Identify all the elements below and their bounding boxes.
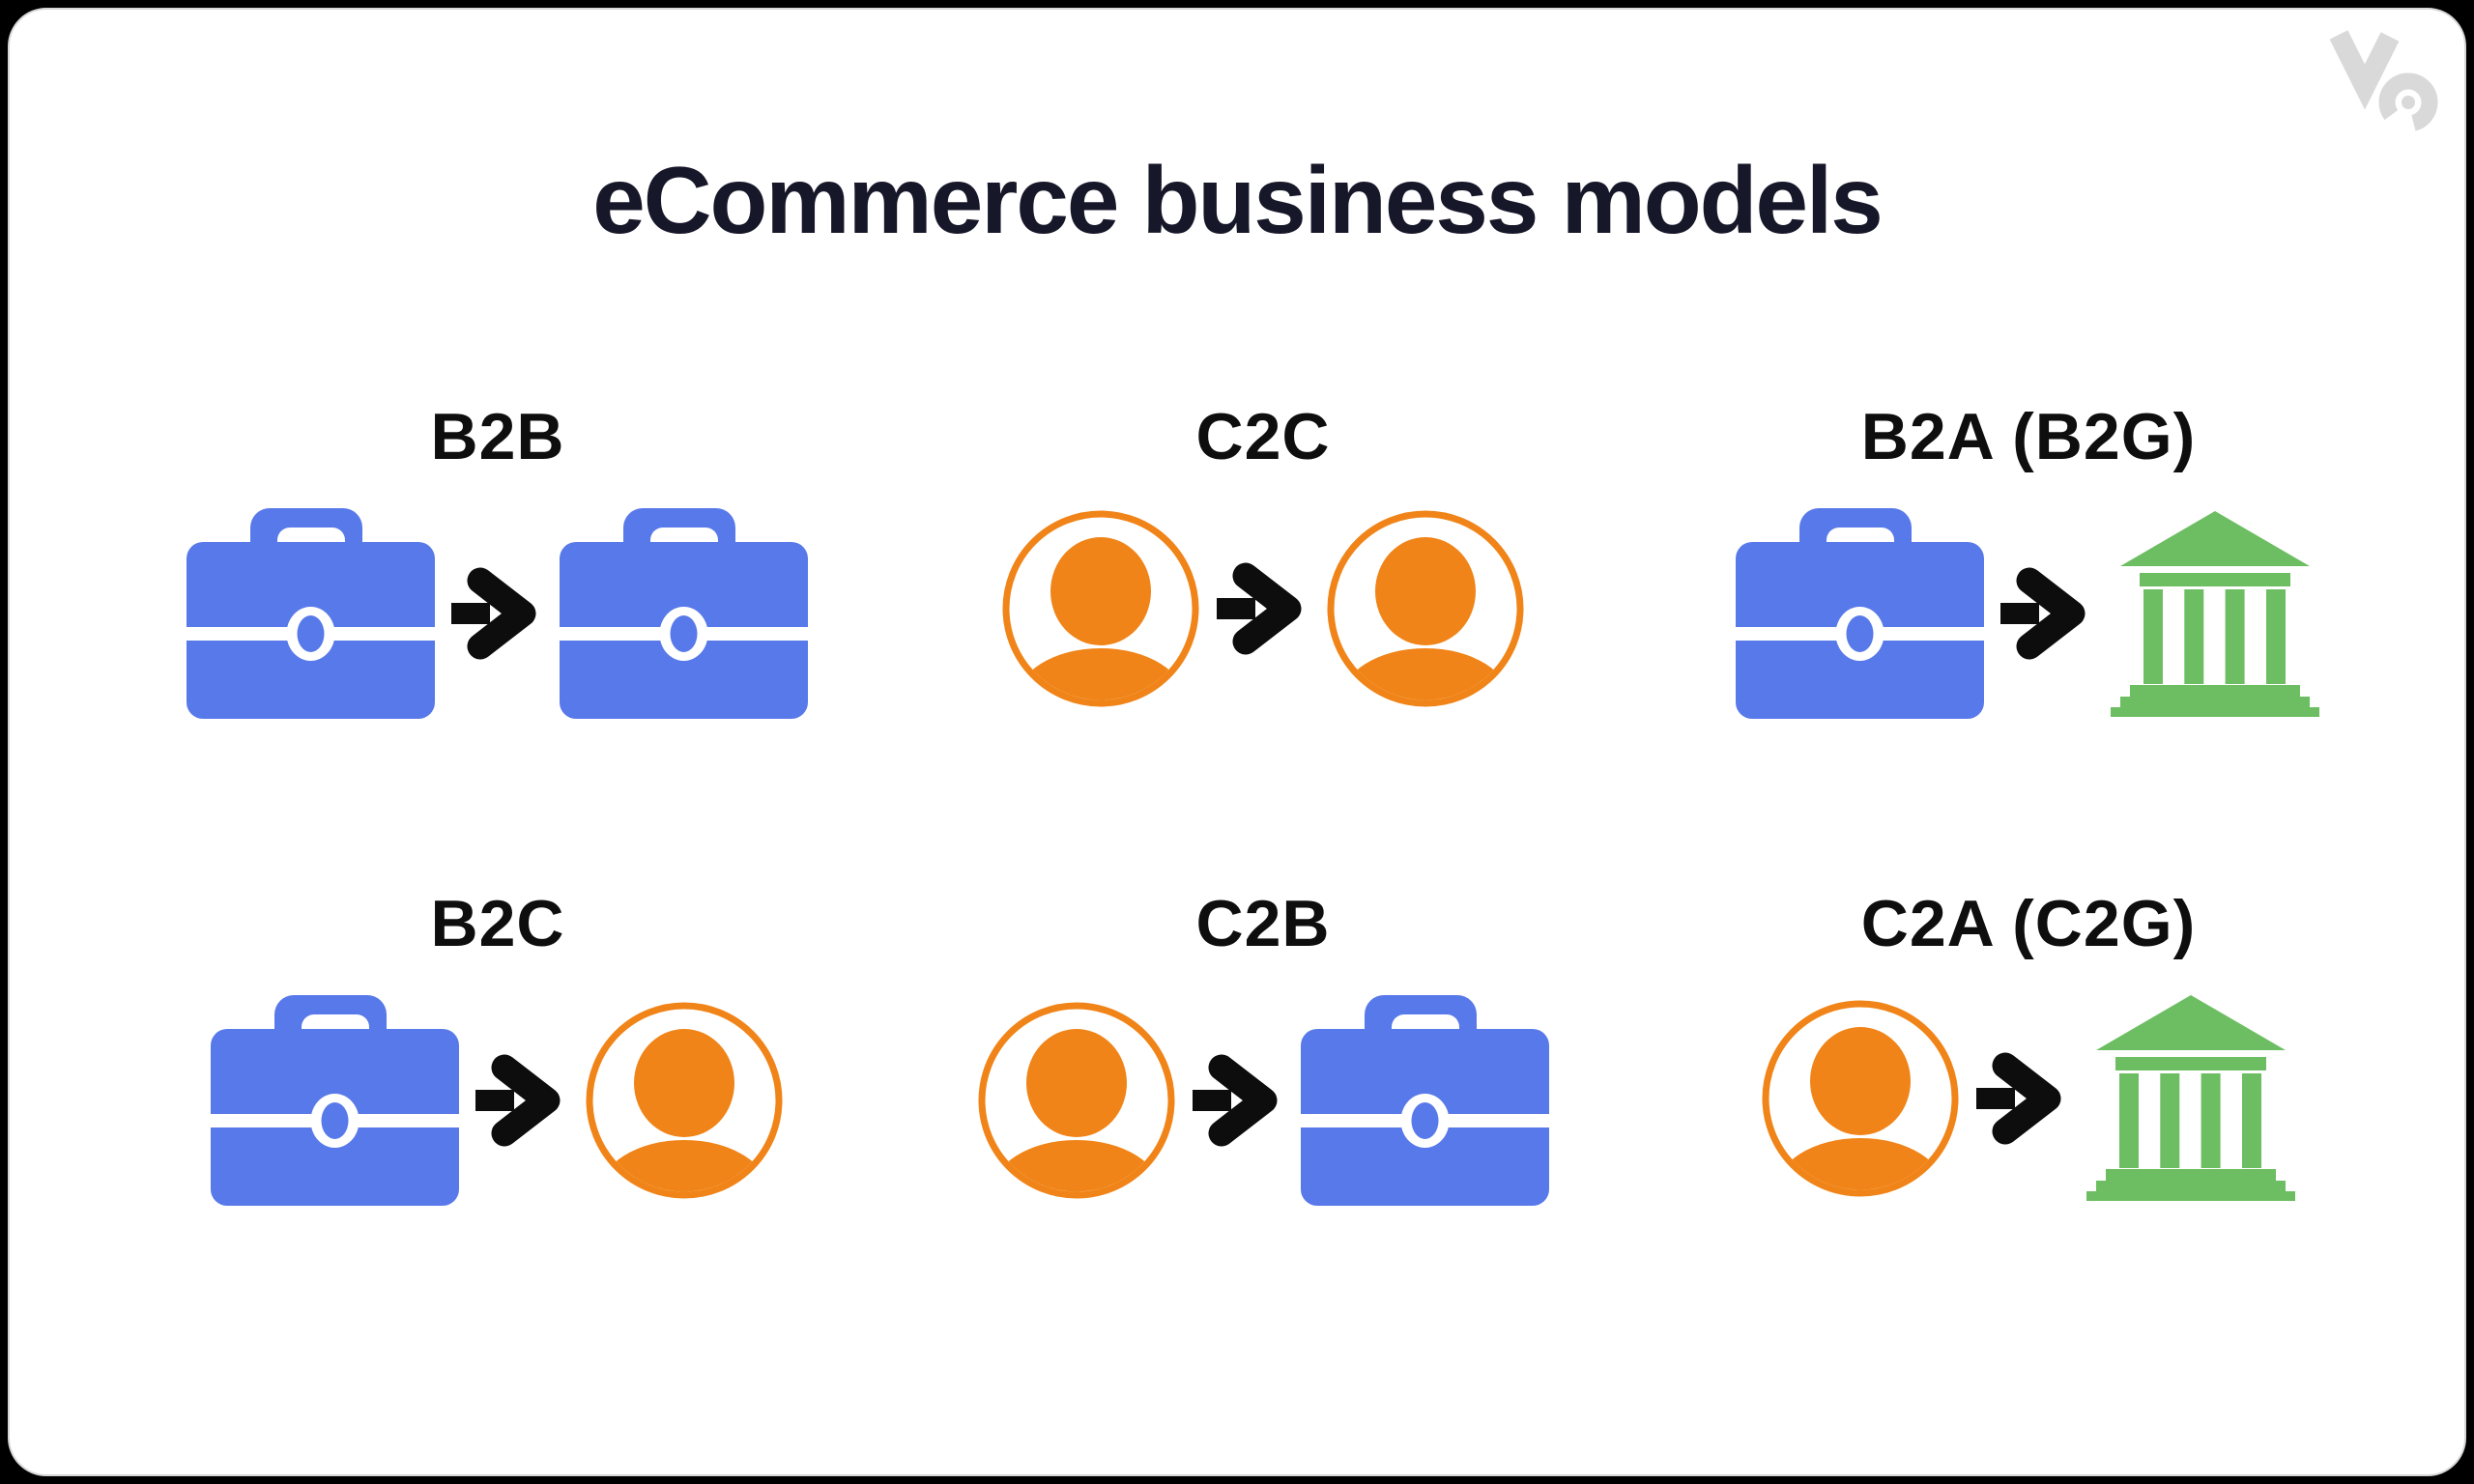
panel-b2c: B2C bbox=[115, 891, 880, 1206]
panel-label: B2A (B2G) bbox=[1860, 400, 2197, 473]
briefcase-icon bbox=[1736, 508, 1984, 719]
panel-label: C2A (C2G) bbox=[1860, 887, 2197, 960]
arrow-right-icon bbox=[451, 567, 536, 660]
panels-grid: B2B C2C bbox=[115, 404, 2411, 1206]
briefcase-icon bbox=[560, 508, 808, 719]
arrow-right-icon bbox=[1193, 1054, 1278, 1147]
bank-icon bbox=[2086, 995, 2295, 1201]
briefcase-icon bbox=[187, 508, 435, 719]
person-icon bbox=[978, 1002, 1175, 1199]
panel-icons-row bbox=[1000, 508, 1526, 709]
panel-label: C2B bbox=[1195, 887, 1331, 960]
panel-c2b: C2B bbox=[880, 891, 1646, 1206]
panel-b2b: B2B bbox=[115, 404, 880, 719]
panel-c2a: C2A (C2G) bbox=[1646, 891, 2411, 1206]
bank-icon bbox=[2111, 510, 2319, 717]
briefcase-icon bbox=[211, 995, 459, 1206]
panel-b2a: B2A (B2G) bbox=[1646, 404, 2411, 719]
infographic-card bbox=[8, 8, 2466, 1476]
panel-icons-row bbox=[211, 995, 785, 1206]
person-icon bbox=[586, 1002, 783, 1199]
arrow-right-icon bbox=[1976, 1052, 2061, 1144]
panel-icons-row bbox=[1736, 508, 2321, 719]
panel-label: B2C bbox=[430, 887, 565, 960]
panel-icons-row bbox=[187, 508, 809, 719]
arrow-right-icon bbox=[2000, 567, 2086, 660]
panel-label: C2C bbox=[1195, 400, 1331, 473]
arrow-right-icon bbox=[1217, 562, 1302, 655]
page-title: eCommerce business models bbox=[592, 147, 1883, 253]
person-icon bbox=[1327, 510, 1524, 707]
brand-watermark-logo bbox=[2329, 30, 2438, 132]
panel-c2c: C2C bbox=[880, 404, 1646, 719]
panel-icons-row bbox=[976, 995, 1550, 1206]
person-icon bbox=[1002, 510, 1199, 707]
panel-label: B2B bbox=[430, 400, 565, 473]
briefcase-icon bbox=[1301, 995, 1549, 1206]
person-icon bbox=[1762, 1000, 1959, 1196]
arrow-right-icon bbox=[475, 1054, 561, 1147]
panel-icons-row bbox=[1760, 995, 2297, 1201]
